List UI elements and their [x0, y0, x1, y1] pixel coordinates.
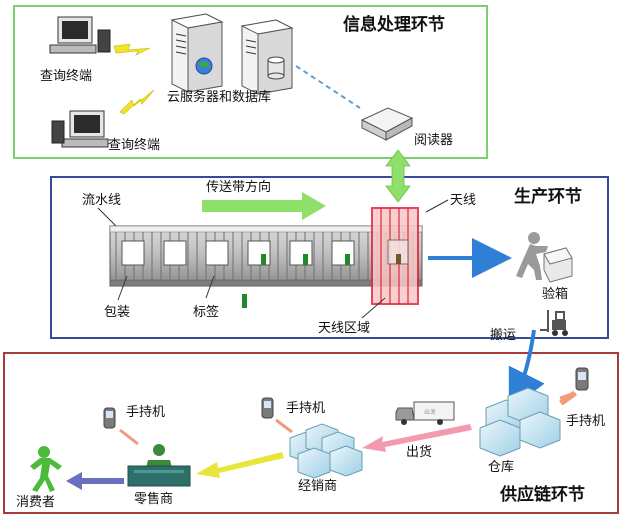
conveyor-belt — [109, 225, 423, 287]
rfid-tag-icon — [303, 254, 308, 265]
rfid-tag-icon — [345, 254, 350, 265]
consumer-label: 消费者 — [16, 495, 55, 510]
distributor-icon — [289, 423, 363, 479]
inspection-label: 验箱 — [542, 286, 568, 302]
reader-label: 阅读器 — [414, 133, 453, 148]
package-boxes — [121, 240, 355, 266]
antenna-area-label: 天线区域 — [318, 321, 370, 336]
supply-section-frame — [3, 352, 619, 514]
svg-text:出发: 出发 — [424, 408, 436, 416]
query-terminal-icon — [51, 110, 109, 148]
package-box — [289, 240, 313, 266]
handheld-scan-arrow — [559, 390, 577, 406]
warehouse-icon — [479, 387, 561, 457]
package-box — [205, 240, 229, 266]
info-section-title: 信息处理环节 — [343, 14, 445, 35]
production-section-frame — [50, 176, 609, 339]
wireless-bolt-icon — [113, 43, 151, 56]
retailer-label: 零售商 — [134, 491, 173, 507]
distributor-to-retailer-arrow — [196, 452, 284, 478]
handheld-label: 手持机 — [126, 405, 165, 420]
server-reader-link — [295, 65, 361, 109]
supply-section-title: 供应链环节 — [499, 484, 585, 505]
handheld-label: 手持机 — [566, 414, 605, 429]
forklift-icon — [540, 310, 568, 336]
database-server-icon — [240, 19, 294, 95]
tag-label: 标签 — [193, 304, 219, 320]
warehouse-to-distributor-arrow — [362, 424, 472, 452]
packaging-label: 包装 — [104, 305, 130, 320]
reader-antenna-arrow — [385, 149, 411, 203]
production-section-title: 生产环节 — [514, 186, 582, 207]
handheld-scan-arrow — [275, 418, 293, 434]
package-box — [331, 240, 355, 266]
handheld-device-icon — [575, 367, 589, 391]
retailer-icon — [127, 444, 191, 487]
inspection-worker-icon — [516, 232, 573, 283]
distributor-label: 经销商 — [298, 479, 337, 494]
wireless-bolt-icon — [119, 89, 155, 115]
truck-icon: 出发 — [395, 401, 455, 425]
retailer-to-consumer-arrow — [66, 472, 124, 490]
consumer-icon — [30, 446, 62, 492]
package-box — [247, 240, 271, 266]
server-icon — [170, 13, 224, 93]
transport-label: 搬运 — [490, 328, 516, 343]
transport-to-warehouse-arrow — [508, 329, 545, 411]
query-terminal-label: 查询终端 — [40, 68, 92, 84]
reader-icon — [360, 107, 414, 141]
conveyor-direction-label: 传送带方向 — [206, 179, 271, 195]
database-cylinder-icon — [267, 56, 285, 80]
query-terminal-label: 查询终端 — [108, 137, 160, 153]
handheld-device-icon — [103, 407, 116, 429]
assembly-line-label: 流水线 — [82, 193, 121, 208]
handheld-label: 手持机 — [286, 401, 325, 416]
cloud-server-db-label: 云服务器和数据库 — [167, 89, 271, 105]
package-box — [121, 240, 145, 266]
warehouse-label: 仓库 — [488, 459, 514, 475]
handheld-scan-arrow — [119, 428, 139, 446]
rfid-tag-icon — [261, 254, 266, 265]
info-section-frame — [13, 5, 488, 159]
conveyor-direction-arrow — [202, 192, 326, 220]
rfid-tag-icon — [242, 294, 247, 308]
package-box — [163, 240, 187, 266]
antenna-area — [371, 207, 419, 305]
query-terminal-icon — [49, 16, 111, 54]
antenna-label: 天线 — [450, 193, 476, 208]
handheld-device-icon — [261, 397, 274, 419]
shipment-label: 出货 — [406, 444, 432, 460]
